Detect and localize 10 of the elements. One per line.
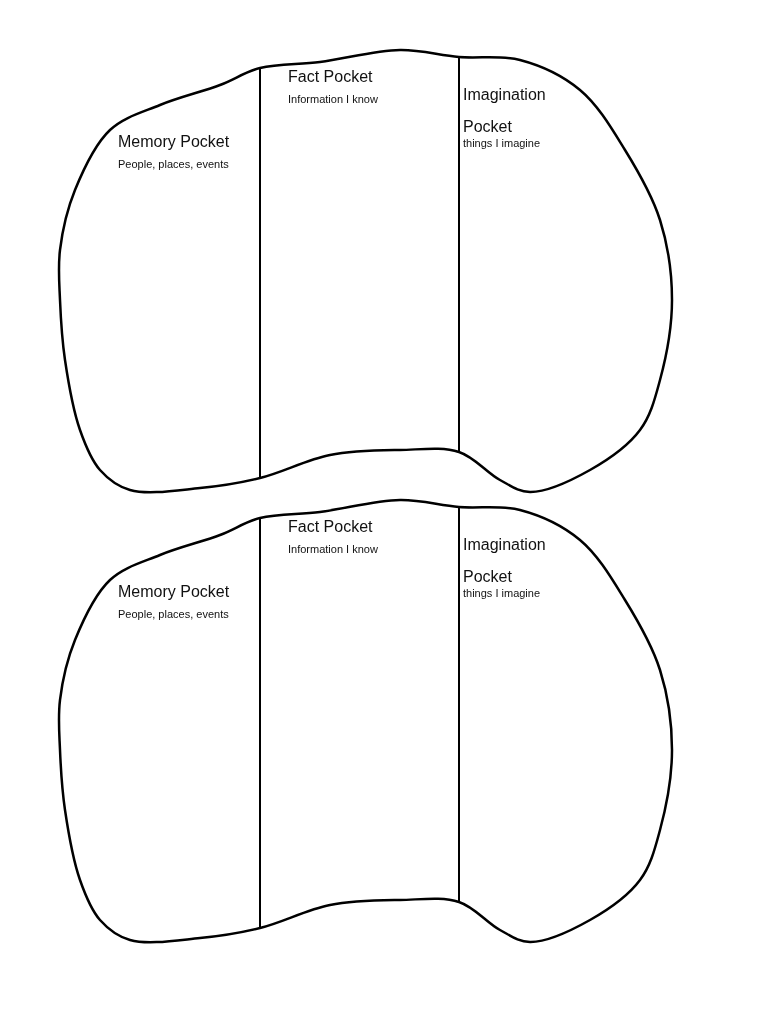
section-heading: Memory Pocket — [118, 582, 231, 602]
section-description: Information I know — [288, 543, 379, 555]
section-description: People, places, events — [118, 608, 230, 620]
section-heading: Fact Pocket — [288, 67, 374, 87]
section-description: things I imagine — [463, 137, 542, 149]
section-description: Information I know — [288, 93, 379, 105]
section-heading: Fact Pocket — [288, 517, 374, 537]
section-description: People, places, events — [118, 158, 230, 170]
section-heading: Memory Pocket — [118, 132, 231, 152]
section-description: things I imagine — [463, 587, 542, 599]
